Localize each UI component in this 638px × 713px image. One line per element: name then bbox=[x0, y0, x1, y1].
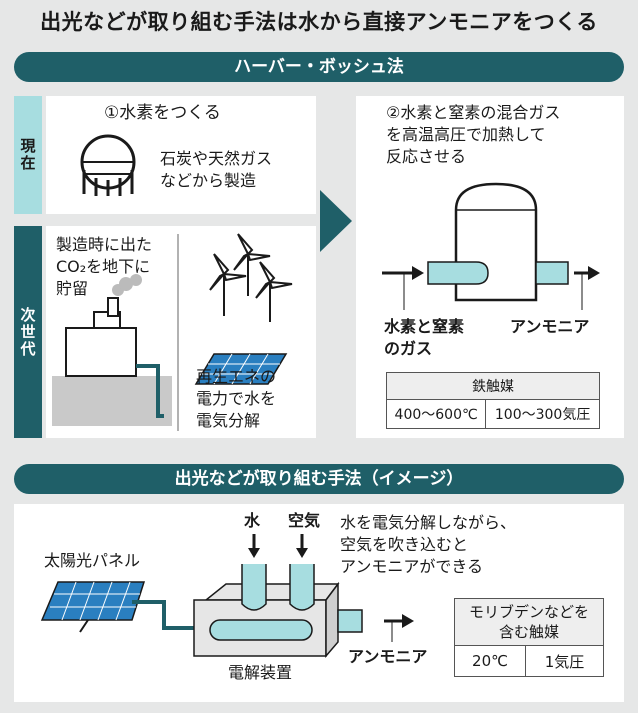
water-input-label: 水 bbox=[244, 511, 261, 530]
reactor-input-line2: のガス bbox=[384, 339, 433, 358]
row-label-current: 現在 bbox=[14, 96, 42, 214]
row-label-next-gen: 次世代 bbox=[14, 226, 42, 438]
new-method-desc-line1: 水を電気分解しながら、 bbox=[340, 513, 517, 532]
renew-text-line3: 電気分解 bbox=[196, 411, 261, 430]
step1-text-line1: 石炭や天然ガス bbox=[160, 149, 273, 168]
new-method-output-label: アンモニア bbox=[348, 647, 428, 666]
new-method-desc-line3: アンモニアができる bbox=[340, 557, 484, 576]
electrolyzer-label: 電解装置 bbox=[228, 663, 293, 682]
step2-line2: を高温高圧で加熱して bbox=[386, 125, 546, 144]
hb-catalyst-pressure: 100〜300気圧 bbox=[485, 399, 600, 429]
new-catalyst-header: モリブデンなどを 含む触媒 bbox=[454, 598, 604, 646]
step2-line3: 反応させる bbox=[386, 147, 467, 166]
ccs-text-line3: 貯留 bbox=[56, 279, 89, 298]
ccs-text-line1: 製造時に出た bbox=[56, 235, 153, 254]
step1-text-line2: などから製造 bbox=[160, 171, 257, 190]
hb-catalyst-temp: 400〜600℃ bbox=[385, 399, 487, 429]
electrolyzer-illustration bbox=[40, 534, 414, 659]
new-method-banner: 出光などが取り組む手法（イメージ） bbox=[14, 464, 624, 494]
reactor-output-label: アンモニア bbox=[510, 317, 590, 336]
new-catalyst-table: モリブデンなどを 含む触媒 20℃ 1気圧 bbox=[453, 598, 604, 677]
page-title: 出光などが取り組む手法は水から直接アンモニアをつくる bbox=[40, 10, 598, 34]
process-arrow-icon bbox=[320, 190, 352, 252]
hb-catalyst-table: 鉄触媒 400〜600℃ 100〜300気圧 bbox=[385, 372, 600, 429]
gas-tank-icon bbox=[80, 134, 136, 196]
reactor-illustration bbox=[382, 182, 600, 310]
reactor-input-line1: 水素と窒素 bbox=[384, 317, 465, 336]
new-catalyst-header-line1: モリブデンなどを bbox=[468, 603, 589, 621]
hb-catalyst-header: 鉄触媒 bbox=[386, 372, 600, 400]
new-method-desc-line2: 空気を吹き込むと bbox=[340, 535, 469, 554]
new-catalyst-pressure: 1気圧 bbox=[525, 645, 604, 677]
ccs-text-line2: CO₂を地下に bbox=[56, 257, 151, 276]
new-catalyst-temp: 20℃ bbox=[453, 645, 527, 677]
air-input-label: 空気 bbox=[288, 511, 321, 530]
renew-text-line2: 電力で水を bbox=[196, 389, 277, 408]
next-gen-illustration bbox=[52, 233, 293, 431]
solar-panel-label: 太陽光パネル bbox=[44, 551, 141, 570]
step1-heading: ①水素をつくる bbox=[104, 103, 221, 123]
step2-line1: ②水素と窒素の混合ガス bbox=[386, 103, 561, 122]
new-catalyst-header-line2: 含む触媒 bbox=[498, 623, 559, 641]
haber-bosch-banner: ハーバー・ボッシュ法 bbox=[14, 52, 624, 82]
renew-text-line1: 再生エネの bbox=[196, 367, 277, 386]
